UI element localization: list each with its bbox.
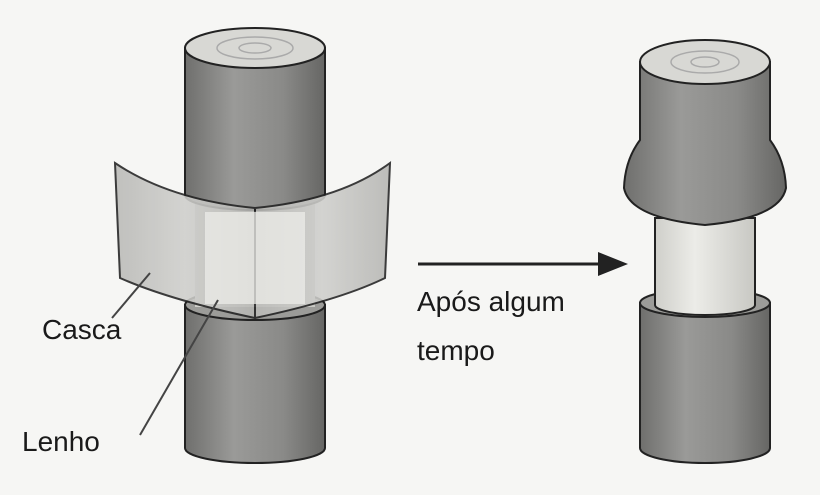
wood-label: Lenho	[22, 428, 100, 456]
right-lower-trunk	[640, 303, 770, 463]
bark-label: Casca	[42, 316, 121, 344]
left-lower-trunk	[185, 305, 325, 463]
right-trunk-top	[640, 40, 770, 84]
left-exposed-wood-front	[205, 212, 305, 304]
left-upper-trunk	[185, 48, 325, 210]
right-trunk	[624, 40, 786, 463]
left-trunk-top	[185, 28, 325, 68]
arrow-right-icon	[418, 252, 628, 276]
after-some-time-label-line2: tempo	[417, 337, 495, 365]
right-exposed-wood	[655, 218, 755, 315]
right-swollen-upper-trunk	[624, 62, 786, 225]
after-some-time-label-line1: Após algum	[417, 288, 565, 316]
